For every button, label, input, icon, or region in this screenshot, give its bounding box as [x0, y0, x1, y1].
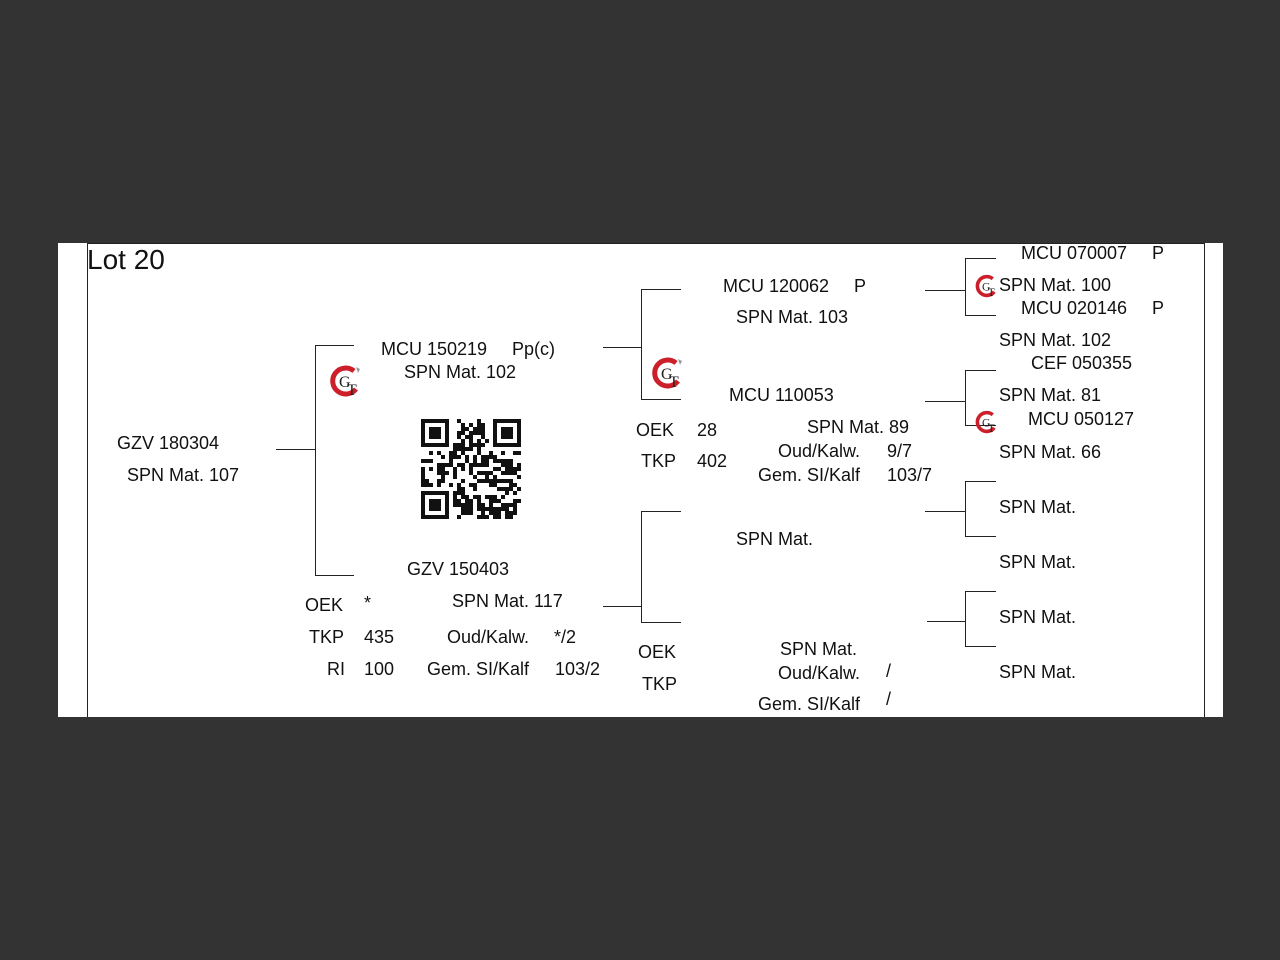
dam-oek-label: OEK — [305, 595, 344, 615]
dam-oud-value: */2 — [554, 627, 577, 647]
dam-dam-spn: SPN Mat. — [780, 639, 858, 659]
connector-line — [315, 345, 354, 346]
connector-line — [925, 511, 965, 512]
sire-dam-gem-value: 103/7 — [887, 465, 933, 485]
sire-dam-id: MCU 110053 — [729, 385, 834, 405]
connector-line — [603, 606, 641, 607]
connector-line — [965, 591, 996, 592]
sire-dam-oek-value: 28 — [697, 420, 718, 440]
sire-dam-gem-label: Gem. SI/Kalf — [758, 465, 861, 485]
sire-dam-oud-value: 9/7 — [887, 441, 913, 461]
connector-line — [315, 345, 316, 575]
dam-dam-oud-value: / — [886, 661, 892, 681]
svg-text:G: G — [661, 366, 673, 383]
qr-code-icon — [421, 419, 521, 519]
dd-sire-spn: SPN Mat. — [999, 607, 1077, 627]
connector-line — [965, 481, 996, 482]
connector-line — [603, 347, 641, 348]
sd-dam-id: MCU 050127 — [1028, 409, 1135, 429]
dam-dam-oud-label: Oud/Kalw. — [778, 663, 861, 683]
sire-sire-suffix: P — [854, 276, 867, 296]
dam-gem-value: 103/2 — [555, 659, 601, 679]
dam-ri-value: 100 — [364, 659, 395, 679]
connector-line — [965, 536, 996, 537]
svg-text:G: G — [982, 281, 990, 293]
connector-line — [965, 370, 996, 371]
connector-line — [965, 425, 996, 426]
gt-logo-icon: G T — [975, 274, 996, 299]
svg-text:T: T — [347, 382, 357, 399]
connector-line — [965, 258, 966, 315]
ss-dam-spn: SPN Mat. 102 — [999, 330, 1112, 350]
ss-sire-id: MCU 070007 — [1021, 243, 1128, 263]
connector-line — [965, 370, 966, 425]
connector-line — [641, 399, 681, 400]
connector-line — [641, 622, 681, 623]
dam-id: GZV 150403 — [407, 559, 510, 579]
svg-text:T: T — [988, 287, 995, 299]
connector-line — [641, 289, 642, 399]
ss-sire-spn: SPN Mat. 100 — [999, 275, 1112, 295]
dam-tkp-value: 435 — [364, 627, 395, 647]
ss-sire-suffix: P — [1152, 243, 1165, 263]
subject-spn: SPN Mat. 107 — [127, 465, 240, 485]
connector-line — [315, 575, 354, 576]
connector-line — [641, 289, 681, 290]
sire-spn: SPN Mat. 102 — [404, 362, 517, 382]
connector-line — [965, 591, 966, 646]
svg-text:G: G — [982, 417, 990, 429]
sire-suffix: Pp(c) — [512, 339, 556, 359]
connector-line — [925, 290, 965, 291]
dam-dam-tkp-label: TKP — [642, 674, 678, 694]
sd-sire-spn: SPN Mat. 81 — [999, 385, 1102, 405]
connector-line — [965, 258, 996, 259]
sire-dam-tkp-label: TKP — [641, 451, 677, 471]
dam-dam-gem-value: / — [886, 689, 892, 709]
lot-title: Lot 20 — [87, 244, 165, 275]
svg-text:T: T — [988, 423, 995, 435]
sire-dam-spn: SPN Mat. 89 — [807, 417, 910, 437]
sire-dam-oek-label: OEK — [636, 420, 675, 440]
dam-ri-label: RI — [327, 659, 345, 679]
dam-spn: SPN Mat. 117 — [452, 591, 563, 611]
sd-dam-spn: SPN Mat. 66 — [999, 442, 1102, 462]
sire-dam-oud-label: Oud/Kalw. — [778, 441, 861, 461]
page-top-border — [87, 243, 1205, 244]
connector-line — [276, 449, 315, 450]
connector-line — [965, 481, 966, 536]
dd-dam-spn: SPN Mat. — [999, 662, 1077, 682]
connector-line — [965, 646, 996, 647]
dam-dam-oek-label: OEK — [638, 642, 677, 662]
connector-line — [965, 315, 996, 316]
ss-dam-suffix: P — [1152, 298, 1165, 318]
connector-line — [641, 511, 681, 512]
sire-sire-spn: SPN Mat. 103 — [736, 307, 849, 327]
subject-id: GZV 180304 — [117, 433, 220, 453]
svg-text:T: T — [669, 374, 679, 391]
sire-dam-tkp-value: 402 — [697, 451, 728, 471]
page-right-border — [1204, 243, 1205, 717]
dam-oud-label: Oud/Kalw. — [447, 627, 530, 647]
dam-dam-gem-label: Gem. SI/Kalf — [758, 694, 861, 714]
connector-line — [925, 401, 965, 402]
ss-dam-id: MCU 020146 — [1021, 298, 1128, 318]
gt-logo-icon: G T — [330, 365, 360, 399]
dam-tkp-label: TKP — [309, 627, 345, 647]
gt-logo-icon: G T — [652, 357, 682, 391]
gt-logo-icon: G T — [975, 410, 996, 435]
ds-dam-spn: SPN Mat. — [999, 552, 1077, 572]
connector-line — [927, 621, 965, 622]
page-left-border — [87, 243, 88, 717]
connector-line — [641, 511, 642, 622]
sire-sire-id: MCU 120062 — [723, 276, 830, 296]
svg-text:G: G — [339, 374, 351, 391]
sd-sire-id: CEF 050355 — [1031, 353, 1133, 373]
dam-oek-value: * — [364, 593, 372, 613]
dam-gem-label: Gem. SI/Kalf — [427, 659, 530, 679]
ds-sire-spn: SPN Mat. — [999, 497, 1077, 517]
pedigree-sheet: Lot 20 GZV 180304 SPN Mat. 107 G T MCU 1… — [58, 243, 1223, 717]
dam-sire-spn: SPN Mat. — [736, 529, 814, 549]
sire-id: MCU 150219 — [381, 339, 488, 359]
